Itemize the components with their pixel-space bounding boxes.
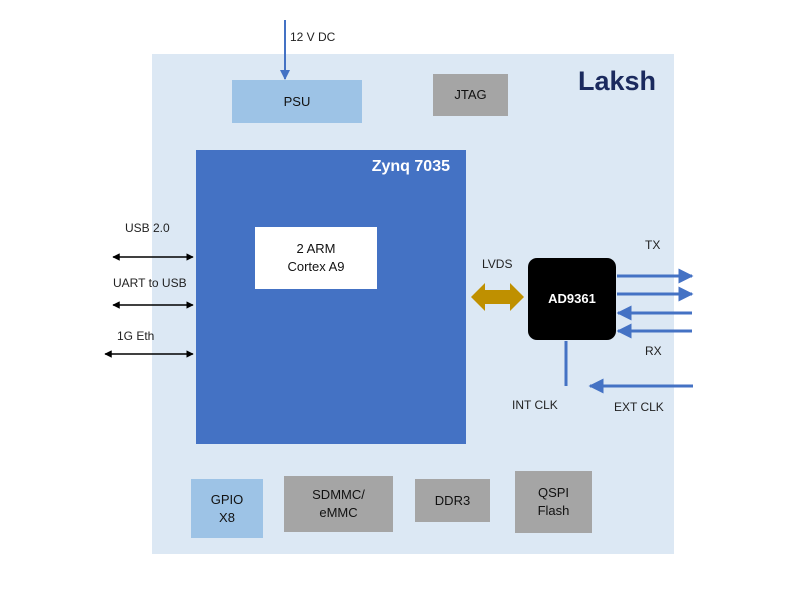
board-title: Laksh xyxy=(578,66,657,96)
tx-label: TX xyxy=(645,238,661,252)
psu-input-label: 12 V DC xyxy=(290,30,336,44)
sdmmc-block: SDMMC/ eMMC xyxy=(284,476,393,532)
arm-core-block: 2 ARM Cortex A9 xyxy=(255,227,377,289)
qspi-flash-block: QSPI Flash xyxy=(515,471,592,533)
jtag-block: JTAG xyxy=(433,74,508,116)
lvds-label: LVDS xyxy=(482,257,513,271)
int-clk-label: INT CLK xyxy=(512,398,558,412)
lvds-arrow xyxy=(471,283,524,311)
psu-block: PSU xyxy=(232,80,362,123)
gpio-block: GPIO X8 xyxy=(191,479,263,538)
ad9361-block: AD9361 xyxy=(528,258,616,340)
eth-label: 1G Eth xyxy=(117,329,155,343)
zynq-label: Zynq 7035 xyxy=(371,158,450,175)
usb-label: USB 2.0 xyxy=(125,221,170,235)
rx-label: RX xyxy=(645,344,662,358)
ext-clk-label: EXT CLK xyxy=(614,400,664,414)
zynq-block: Zynq 7035 xyxy=(196,150,466,444)
uart-label: UART to USB xyxy=(113,276,187,290)
ddr3-block: DDR3 xyxy=(415,479,490,522)
